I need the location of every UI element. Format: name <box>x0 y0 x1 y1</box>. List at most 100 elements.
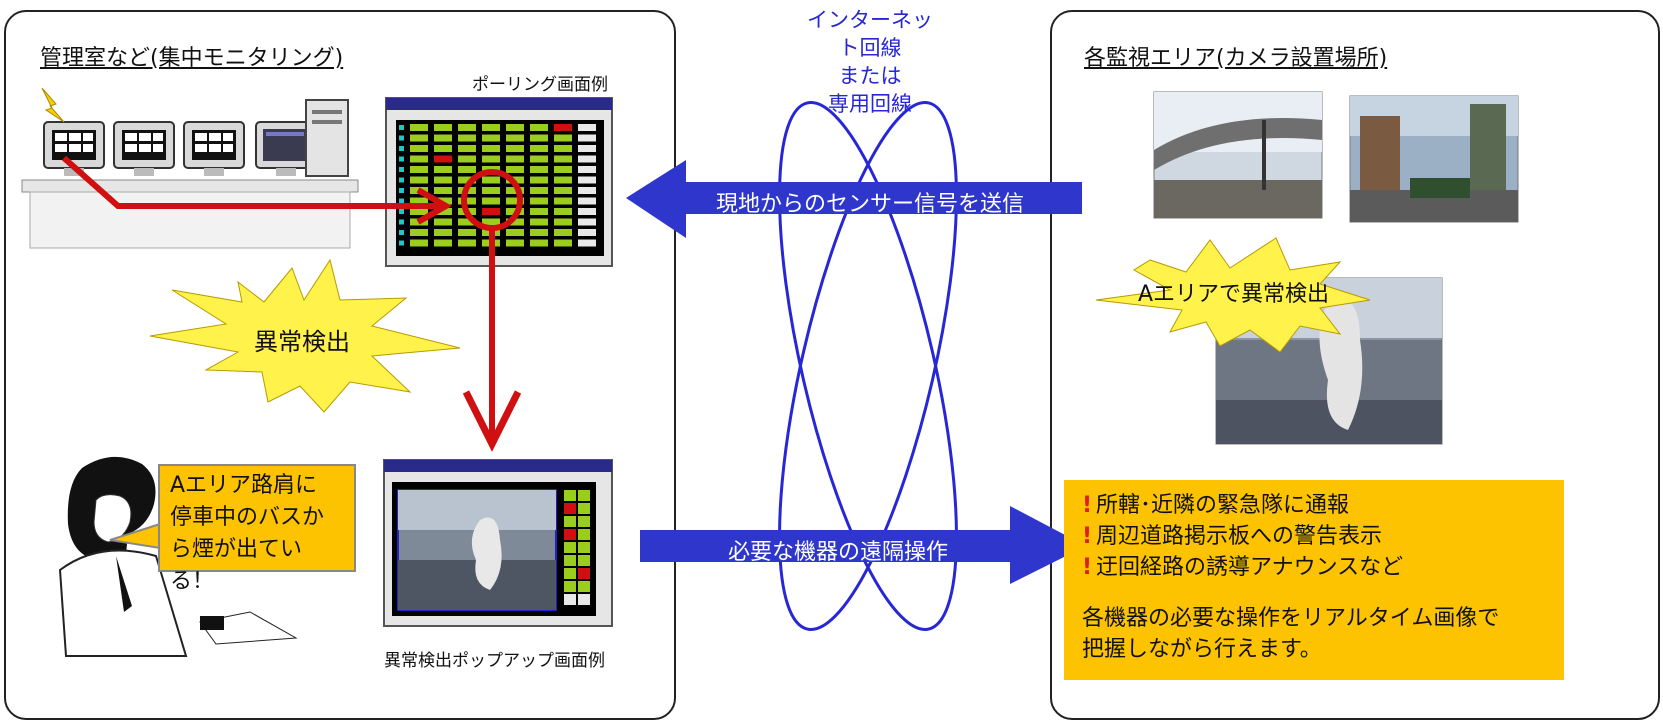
exclamation-icon: ! <box>1082 555 1093 580</box>
status-cell <box>530 124 548 131</box>
lightning-icon <box>41 87 65 123</box>
status-cell <box>506 239 524 247</box>
status-cell <box>578 503 590 514</box>
status-cell <box>578 555 590 566</box>
status-cell <box>482 218 500 226</box>
status-cell <box>399 125 404 130</box>
status-cell <box>399 209 404 214</box>
status-cell <box>578 229 596 236</box>
status-cell <box>458 176 476 184</box>
operator-person-illustration <box>58 456 298 657</box>
status-cell <box>554 197 572 205</box>
camera-photo-1 <box>1153 91 1323 219</box>
status-cell <box>482 176 500 184</box>
pc-workstation-icon <box>255 99 349 177</box>
status-cell <box>530 229 548 236</box>
status-cell <box>578 218 596 226</box>
status-cell <box>399 177 404 183</box>
network-ring-left <box>778 101 958 631</box>
status-cell <box>482 134 500 142</box>
status-cell <box>578 145 596 152</box>
camera-photo-2 <box>1349 95 1519 223</box>
status-cell <box>564 529 576 540</box>
sensor-signal-arrow <box>626 160 1082 238</box>
status-cell <box>506 145 524 152</box>
status-cell <box>410 166 428 173</box>
status-cell <box>530 134 548 142</box>
status-cell <box>530 176 548 184</box>
status-cell <box>410 176 428 184</box>
status-cell <box>578 124 596 131</box>
area-alert-burst-label: Aエリアで異常検出 <box>1138 282 1330 307</box>
status-cell <box>554 208 572 215</box>
status-cell <box>578 134 596 142</box>
status-cell <box>554 229 572 236</box>
status-cell <box>530 155 548 163</box>
status-cell <box>399 156 404 162</box>
network-label-line-2: または <box>838 64 902 88</box>
area-alert-burst-shape <box>1095 237 1371 353</box>
status-cell <box>554 218 572 226</box>
remote-control-label: 必要な機器の遠隔操作 <box>728 540 949 565</box>
status-cell <box>578 166 596 173</box>
status-cell <box>458 166 476 173</box>
status-cell <box>530 197 548 205</box>
status-cell <box>506 218 524 226</box>
network-label-line-3: 専用回線 <box>828 92 912 116</box>
status-cell <box>399 188 404 193</box>
status-cell <box>564 568 576 579</box>
status-cell <box>578 176 596 184</box>
status-cell <box>434 124 452 131</box>
status-cell <box>530 187 548 194</box>
status-cell <box>434 134 452 142</box>
status-cell <box>554 145 572 152</box>
status-cell <box>564 503 576 514</box>
status-cell <box>399 219 404 225</box>
status-cell <box>399 146 404 151</box>
alert-burst-shape <box>149 258 461 413</box>
status-cell <box>506 197 524 205</box>
status-cell <box>410 229 428 236</box>
status-cell <box>482 197 500 205</box>
action-item-2: !周辺道路掲示板への警告表示 <box>1082 524 1383 549</box>
status-cell <box>564 555 576 566</box>
status-cell <box>530 166 548 173</box>
polling-screen-caption: ポーリング画面例 <box>472 75 608 95</box>
status-cell <box>434 218 452 226</box>
monitor-2-icon <box>113 121 175 176</box>
status-cell <box>410 155 428 163</box>
status-cell <box>434 145 452 152</box>
status-cell <box>530 239 548 247</box>
status-cell <box>410 124 428 131</box>
network-label-line-1: インターネット回線 <box>807 8 933 60</box>
status-cell <box>554 187 572 194</box>
status-cell <box>554 239 572 247</box>
status-cell <box>506 166 524 173</box>
status-cell <box>506 134 524 142</box>
monitor-desk <box>21 179 359 249</box>
alert-burst-label: 異常検出 <box>254 328 350 356</box>
remote-control-arrow <box>640 506 1086 584</box>
status-cell <box>458 134 476 142</box>
summary-line-1: 各機器の必要な操作をリアルタイム画像で <box>1082 606 1500 631</box>
status-cell <box>482 155 500 163</box>
speech-line-2: 停車中のバスか <box>170 505 325 530</box>
operator-speech-bubble: Aエリア路肩に 停車中のバスか ら煙が出ている！ <box>158 464 356 594</box>
status-cell <box>458 124 476 131</box>
network-ring-right <box>778 101 958 631</box>
network-label: インターネット回線 または 専用回線 <box>800 6 940 118</box>
status-cell <box>564 490 576 501</box>
status-cell <box>506 124 524 131</box>
status-cell <box>458 239 476 247</box>
status-cell <box>506 187 524 194</box>
status-cell <box>399 135 404 141</box>
status-cell <box>482 208 500 215</box>
status-cell <box>399 240 404 246</box>
status-cell <box>578 155 596 163</box>
status-cell <box>458 145 476 152</box>
status-cell <box>564 581 576 592</box>
status-cell <box>578 542 590 553</box>
polling-screen <box>385 97 613 267</box>
action-item-1: !所轄･近隣の緊急隊に通報 <box>1082 493 1350 518</box>
